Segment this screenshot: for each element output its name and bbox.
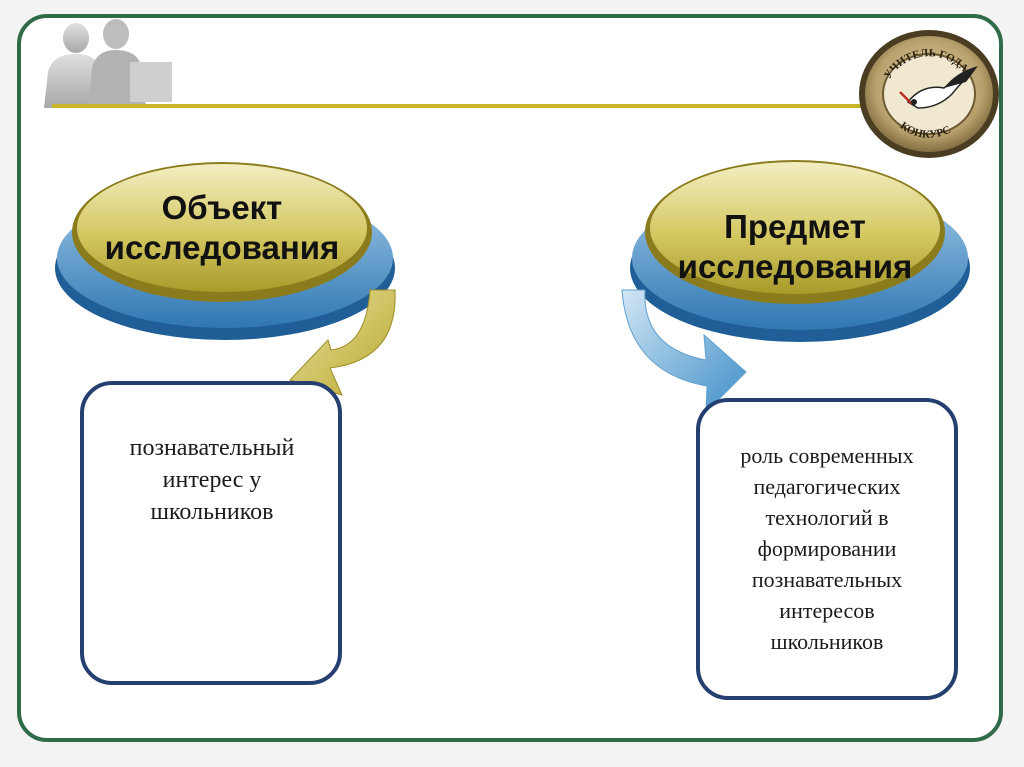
right-node-label: Предмет исследования <box>650 207 940 287</box>
right-node-label-line1: Предмет <box>724 208 866 245</box>
right-node-label-line2: исследования <box>677 248 913 285</box>
left-node-label-line1: Объект <box>161 189 283 226</box>
right-box-line: познавательных <box>751 567 903 592</box>
left-node-label: Объект исследования <box>77 188 367 268</box>
teacher-of-year-logo: УЧИТЕЛЬ ГОДА КОНКУРС <box>859 30 999 158</box>
right-text-box <box>696 398 958 700</box>
left-text-box <box>80 381 342 685</box>
left-box-line: познавательный <box>129 435 295 461</box>
right-box-line: роль современных <box>740 443 914 468</box>
left-node <box>55 162 395 340</box>
header-rule <box>52 104 872 108</box>
right-box-line: технологий в <box>765 505 889 530</box>
right-box-line: школьников <box>770 629 884 654</box>
left-box-line: школьников <box>150 499 274 525</box>
right-box-text: роль современных педагогических технолог… <box>704 440 950 657</box>
left-box-text: познавательный интерес у школьников <box>92 432 332 528</box>
right-node <box>630 160 970 342</box>
left-box-line: интерес у <box>162 467 262 493</box>
left-node-label-line2: исследования <box>104 229 340 266</box>
right-box-line: педагогических <box>753 474 901 499</box>
right-box-line: интересов <box>779 598 875 623</box>
right-arrow <box>621 289 747 414</box>
right-box-line: формировании <box>757 536 897 561</box>
people-silhouette-icon <box>44 19 172 108</box>
